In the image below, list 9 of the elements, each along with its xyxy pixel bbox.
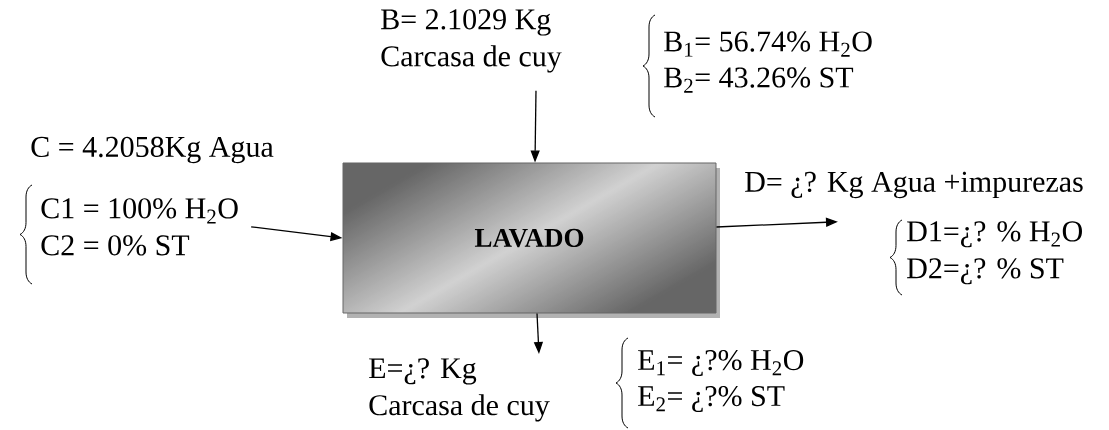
stream-label: E$_{1}$= ¿?% H$_{2}$O xyxy=(638,349,804,377)
stream-text: B= 2.1029 Kg Carcasa de cuy xyxy=(381,9,562,73)
process-box: LAVADO xyxy=(342,162,720,318)
stream-label: E$_{2}$= ¿?% ST xyxy=(638,385,785,413)
stream-label: B$_{2}$= 43.26% ST xyxy=(664,67,854,93)
stream-text: C1 = 100% H$_{2}$O C2 = 0% ST xyxy=(41,198,238,256)
stream-label: B$_{1}$= 56.74% H$_{2}$O xyxy=(664,31,872,57)
stream-label: D= ¿? Kg Agua +impurezas xyxy=(745,171,1083,199)
stream-text: D1=¿? % H$_{2}$O D2=¿? % ST xyxy=(907,221,1082,285)
